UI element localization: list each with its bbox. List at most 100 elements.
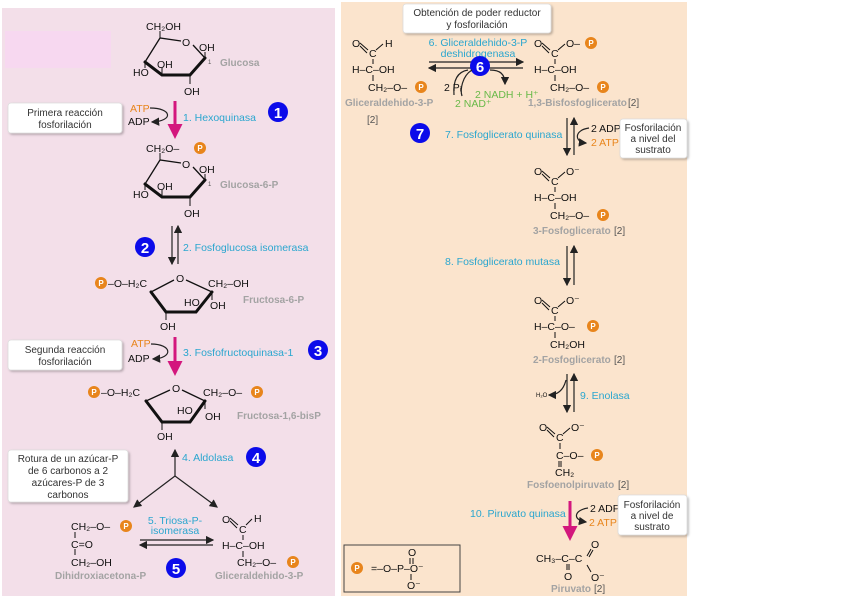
enzyme-label: 4. Aldolasa	[182, 452, 234, 464]
formula-row: H–C–OH	[352, 64, 395, 76]
callout-text: Fosforilación	[624, 500, 681, 511]
step-4: Rotura de un azúcar-P de 6 carbonos a 2 …	[7, 447, 266, 508]
atp-adp-arrow	[149, 107, 169, 126]
ch2o-group: CH₂–O–	[203, 387, 242, 399]
ring-oxygen: O	[176, 273, 184, 285]
atom: C	[239, 524, 247, 536]
formula-row: CH₂–O–	[71, 521, 110, 533]
step-number: 6	[476, 59, 484, 76]
oh-group: OH	[199, 42, 215, 54]
atom: O	[564, 571, 572, 583]
ho-group: HO	[177, 405, 193, 417]
phosphate-symbol: P	[123, 522, 129, 531]
carbon-number: 1	[208, 60, 212, 66]
adp-label: 2 ADP	[590, 503, 620, 515]
g3p-right-molecule: O H C H–C–OH CH₂–O– P Gliceraldehido-3-P…	[345, 38, 434, 126]
formula-row: H–C–O–	[534, 321, 575, 333]
step-badge	[470, 56, 490, 76]
ho-group: HO	[184, 297, 200, 309]
oh-group: OH	[157, 59, 173, 71]
oh-group: OH	[157, 431, 173, 443]
ch2oh-group: CH₂OH	[146, 21, 181, 33]
bpg-13-molecule: O C O– P H–C–OH CH₂–O– P 1,3-Bisfosfogli…	[528, 37, 639, 109]
pg2-molecule: O C O⁻ H–C–O– P CH₂OH 2-Fosfoglicerato […	[533, 295, 625, 366]
callout-text: Rotura de un azúcar-P	[18, 454, 119, 465]
ring-oxygen: O	[182, 37, 190, 49]
glucose-molecule: CH₂OH O OH 1 OH HO OH Glucosa	[133, 21, 260, 98]
phosphate-symbol: P	[590, 322, 596, 331]
formula-row: C–O–	[556, 450, 584, 462]
pg3-molecule: O C O⁻ H–C–OH CH₂–O– P 3-Fosfoglicerato …	[533, 166, 625, 237]
callout-text: azúcares-P de 3	[32, 478, 105, 489]
step-number: 5	[172, 561, 180, 578]
step-number: 2	[141, 240, 149, 257]
callout-text: de 6 carbonos a 2	[28, 466, 108, 477]
ho-group: HO	[133, 67, 149, 79]
phosphate-symbol: P	[594, 451, 600, 460]
callout-text: Primera reacción	[27, 108, 103, 119]
g3p-molecule: O H C H–C–OH CH₂–O– P Gliceraldehido-3-P	[215, 513, 304, 582]
step-2: 2 2. Fosfoglucosa isomerasa	[135, 224, 309, 266]
step-7: 7 7. Fosfoglicerato quinasa 2 ADP 2 ATP …	[410, 116, 688, 159]
step-badge	[135, 237, 155, 257]
step-3: Segunda reacción fosforilación ATP ADP 3…	[7, 337, 328, 376]
atom: O⁻	[591, 572, 605, 584]
glucose-6-p-molecule: CH₂O– P O OH 1 OH HO OH Glucosa-6-P	[133, 142, 279, 220]
phosphate-symbol: P	[588, 39, 594, 48]
count: [2]	[614, 226, 625, 237]
ch2-group: –O–H₂C	[108, 278, 148, 290]
atom: C	[551, 176, 559, 188]
oh-group: OH	[184, 208, 200, 220]
formula-row: C=O	[71, 539, 93, 551]
enzyme-label: 2. Fosfoglucosa isomerasa	[183, 242, 309, 254]
step-10: 10. Piruvato quinasa 2 ADP 2 ATP Fosfori…	[470, 494, 688, 541]
phosphate-symbol: P	[418, 83, 424, 92]
ch2oh-group: CH₂–OH	[208, 278, 249, 290]
pep-molecule: O C O⁻ C–O– P CH₂ Fosfoenolpiruvato [2]	[527, 422, 629, 491]
step-number: 7	[416, 126, 424, 143]
atom: O	[534, 166, 542, 178]
callout-text: Obtención de poder reductor	[413, 8, 541, 19]
step-number: 3	[314, 343, 322, 360]
ring-oxygen: O	[172, 383, 180, 395]
atom: O	[408, 547, 416, 559]
callout-text: sustrato	[635, 145, 671, 156]
ch2-group: –O–H₂C	[101, 387, 141, 399]
callout-text: sustrato	[634, 522, 670, 533]
callout-box	[7, 102, 123, 134]
formula-row: H–C–OH	[222, 540, 265, 552]
formula-row: H–C–OH	[534, 192, 577, 204]
dhap-molecule: CH₂–O– P C=O CH₂–OH Dihidroxiacetona-P	[55, 520, 146, 582]
atom: O⁻	[571, 422, 585, 434]
oh-group: OH	[157, 181, 173, 193]
formula-row: CH₂–OH	[71, 557, 112, 569]
step-badge	[268, 102, 288, 122]
callout-text: fosforilación	[38, 120, 91, 131]
enzyme-label: 7. Fosfoglicerato quinasa	[445, 129, 562, 141]
step-5: 5. Triosa-P- isomerasa 5	[138, 515, 215, 578]
oh-group: OH	[199, 164, 215, 176]
callout-text: a nivel del	[630, 134, 675, 145]
atom: O	[222, 514, 230, 526]
fructose-1-6-bisp-molecule: P –O–H₂C O CH₂–O– P HO OH OH Fructosa-1,…	[88, 383, 321, 443]
adp-label: ADP	[128, 353, 150, 365]
formula-row: CH₂–O–	[368, 82, 407, 94]
oh-group: OH	[210, 300, 226, 312]
atom: H	[385, 38, 393, 50]
phosphate-formula: =–O–P–O⁻	[371, 563, 424, 575]
g3p-label: Gliceraldehido-3-P	[215, 571, 304, 582]
step-badge	[166, 558, 186, 578]
enzyme-label: 3. Fosfofructoquinasa-1	[183, 347, 293, 359]
phosphate-symbol: P	[354, 564, 360, 573]
step-badge	[308, 340, 328, 360]
formula-row: CH₂–O–	[237, 557, 276, 569]
ho-group: HO	[133, 189, 149, 201]
formula-row: CH₂–O–	[550, 82, 589, 94]
water-label: H₂O	[536, 393, 548, 399]
pyruvate-molecule: CH₃–C–C O O O⁻ Piruvato [2]	[536, 539, 605, 595]
atom: O⁻	[566, 295, 580, 307]
adp-label: ADP	[128, 116, 150, 128]
phosphate-symbol: P	[600, 211, 606, 220]
step-6: Obtención de poder reductor y fosforilac…	[402, 3, 552, 110]
